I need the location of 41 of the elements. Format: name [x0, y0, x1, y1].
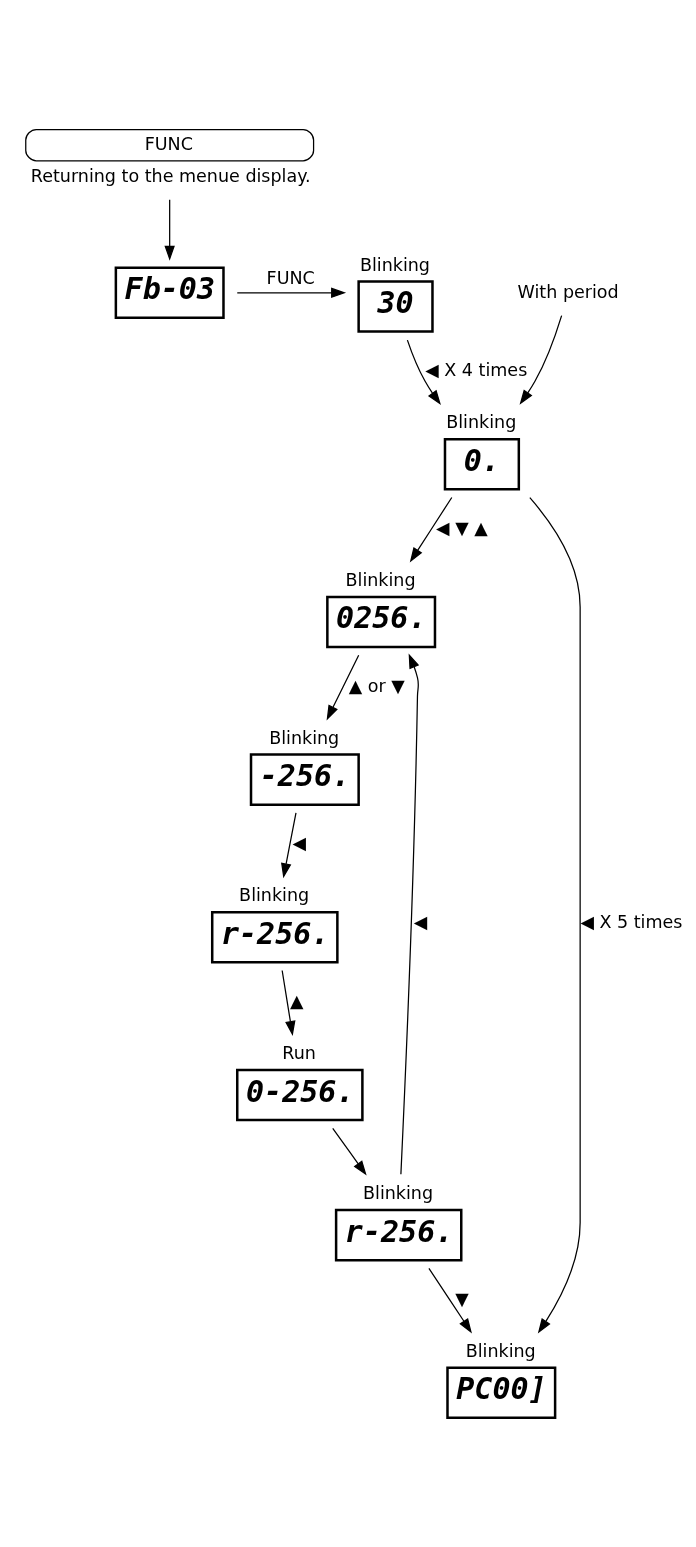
edge-label: ▼ [455, 1288, 469, 1309]
node-label: Blinking [465, 1340, 536, 1361]
node-box: Fb-03 [114, 266, 225, 319]
arrow [281, 969, 296, 1036]
arrow [281, 811, 297, 878]
node-box: 0256. [326, 595, 437, 648]
arrow [164, 198, 175, 261]
arrow [406, 338, 441, 405]
node-label: Blinking [269, 727, 340, 748]
node-label: Blinking [359, 254, 430, 275]
node-label: Blinking [446, 411, 517, 432]
edge-label: ◀ X 4 times [425, 359, 528, 380]
arrow [428, 1267, 472, 1333]
arrow [326, 654, 360, 720]
node-box: 0-256. [236, 1068, 364, 1121]
node-box: 30 [357, 279, 434, 333]
node-text: With period [517, 281, 619, 302]
edge-label: FUNC [266, 267, 315, 288]
arrow [519, 314, 563, 405]
arrow [400, 652, 420, 1175]
node-box: r-256. [210, 910, 339, 964]
arrow [236, 287, 347, 298]
node-label: Blinking [363, 1182, 434, 1203]
edge-label: ◀ [413, 911, 428, 932]
node-label: Returning to the menue display. [30, 165, 311, 186]
arrow [529, 496, 581, 1333]
node-label: Blinking [345, 569, 416, 590]
arrow [332, 1127, 367, 1176]
node-box: FUNC [25, 128, 315, 161]
edge-label: ▲ [289, 990, 304, 1011]
edge-label: ▲ or ▼ [348, 675, 405, 696]
node-box: 0. [443, 437, 521, 491]
edge-label: ◀ [292, 832, 306, 853]
node-box: -256. [249, 752, 360, 806]
edge-label: ◀ ▼ ▲ [436, 517, 488, 538]
edge-label: ◀ X 5 times [580, 911, 683, 932]
arrow [409, 496, 453, 563]
node-box: r-256. [334, 1208, 463, 1261]
node-label: Run [282, 1042, 316, 1063]
node-label: Blinking [239, 884, 310, 905]
node-box: PC00] [446, 1366, 557, 1419]
